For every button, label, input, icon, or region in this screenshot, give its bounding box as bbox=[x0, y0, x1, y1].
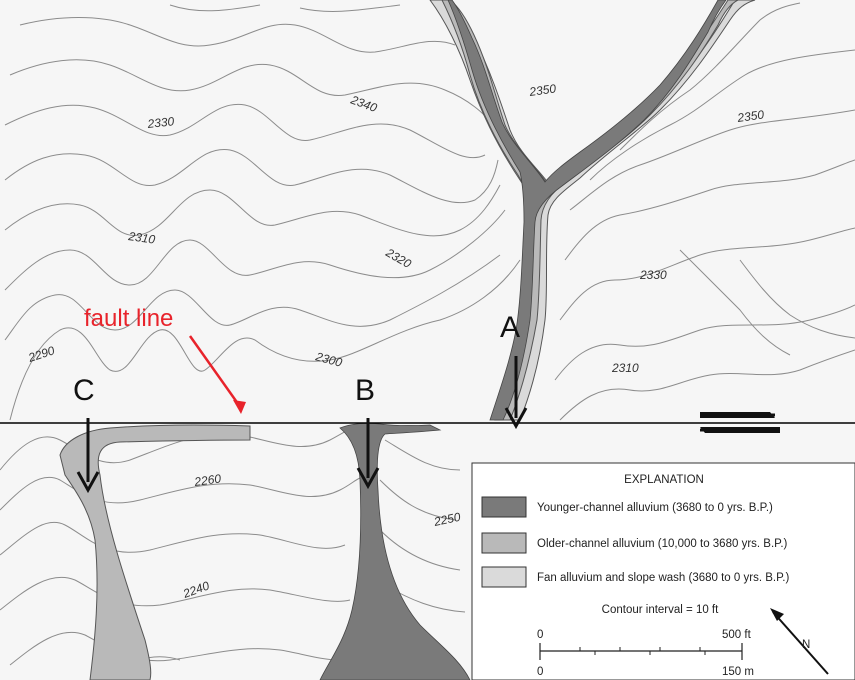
scale-bar: 0 500 ft 0 150 m bbox=[537, 629, 754, 678]
contour-label: 2330 bbox=[146, 114, 175, 131]
older-channel-alluvium-c bbox=[59, 424, 251, 680]
contour-label: 2310 bbox=[611, 361, 639, 375]
scale-m-zero: 0 bbox=[537, 666, 543, 678]
fault-line-annotation: fault line bbox=[84, 305, 173, 332]
point-label-b: B bbox=[355, 374, 375, 407]
contour-label: 2350 bbox=[527, 81, 557, 99]
north-label: N bbox=[802, 639, 810, 651]
younger-channel-alluvium-b bbox=[319, 422, 471, 680]
scale-ft-zero: 0 bbox=[537, 629, 543, 641]
legend-swatch-fan bbox=[481, 566, 527, 588]
contour-label: 2330 bbox=[639, 268, 667, 282]
arrow-c-head bbox=[76, 471, 100, 494]
contour-interval-note: Contour interval = 10 ft bbox=[602, 604, 719, 616]
legend-item-label: Older-channel alluvium (10,000 to 3680 y… bbox=[537, 538, 788, 550]
legend-item-label: Younger-channel alluvium (3680 to 0 yrs.… bbox=[537, 502, 773, 514]
contours-north bbox=[4, 2, 855, 421]
channel-deposits-south bbox=[59, 422, 471, 680]
arrow-b-head bbox=[356, 467, 380, 490]
contour-label: 2250 bbox=[432, 510, 462, 530]
fault-line-pointer-head bbox=[233, 400, 246, 414]
legend-item-label: Fan alluvium and slope wash (3680 to 0 y… bbox=[537, 572, 789, 584]
legend: EXPLANATION Younger-channel alluvium (36… bbox=[471, 462, 855, 680]
legend-title: EXPLANATION bbox=[624, 474, 704, 486]
strike-slip-symbol bbox=[700, 412, 780, 433]
fault-line-pointer-arrow bbox=[188, 335, 243, 409]
arrow-a-head bbox=[504, 407, 528, 430]
legend-box bbox=[471, 462, 855, 680]
legend-swatch-older bbox=[481, 532, 527, 554]
scale-ft-max: 500 ft bbox=[722, 629, 752, 641]
contours-south bbox=[0, 424, 466, 680]
point-label-c: C bbox=[73, 374, 95, 407]
north-arrow: N bbox=[770, 608, 829, 675]
scale-m-max: 150 m bbox=[722, 666, 754, 678]
contour-label: 2350 bbox=[735, 107, 765, 125]
contour-label: 2310 bbox=[127, 229, 157, 247]
channel-deposits-north bbox=[429, 0, 756, 421]
point-label-a: A bbox=[500, 311, 520, 344]
younger-channel-alluvium-north bbox=[447, 0, 727, 421]
contour-label: 2260 bbox=[192, 471, 222, 489]
legend-swatch-younger bbox=[481, 496, 527, 518]
